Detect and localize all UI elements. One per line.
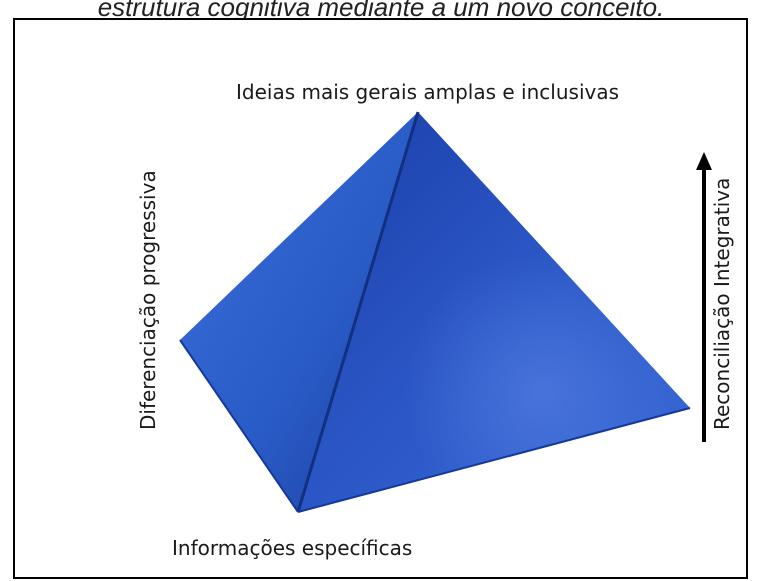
pyramid-base-edge-left	[179, 339, 299, 513]
left-vertical-label: Diferenciação progressiva	[136, 170, 160, 430]
pyramid-base-edge-right	[297, 407, 691, 513]
pyramid-right-face-shine	[298, 112, 690, 512]
top-label: Ideias mais gerais amplas e inclusivas	[236, 80, 620, 104]
pyramid-front-edge	[296, 111, 420, 513]
bottom-label: Informações específicas	[172, 536, 413, 560]
pyramid-left-face	[180, 112, 418, 512]
caption-text: estrutura cognitiva mediante a um novo c…	[97, 0, 665, 22]
arrow-up-icon	[696, 152, 712, 442]
